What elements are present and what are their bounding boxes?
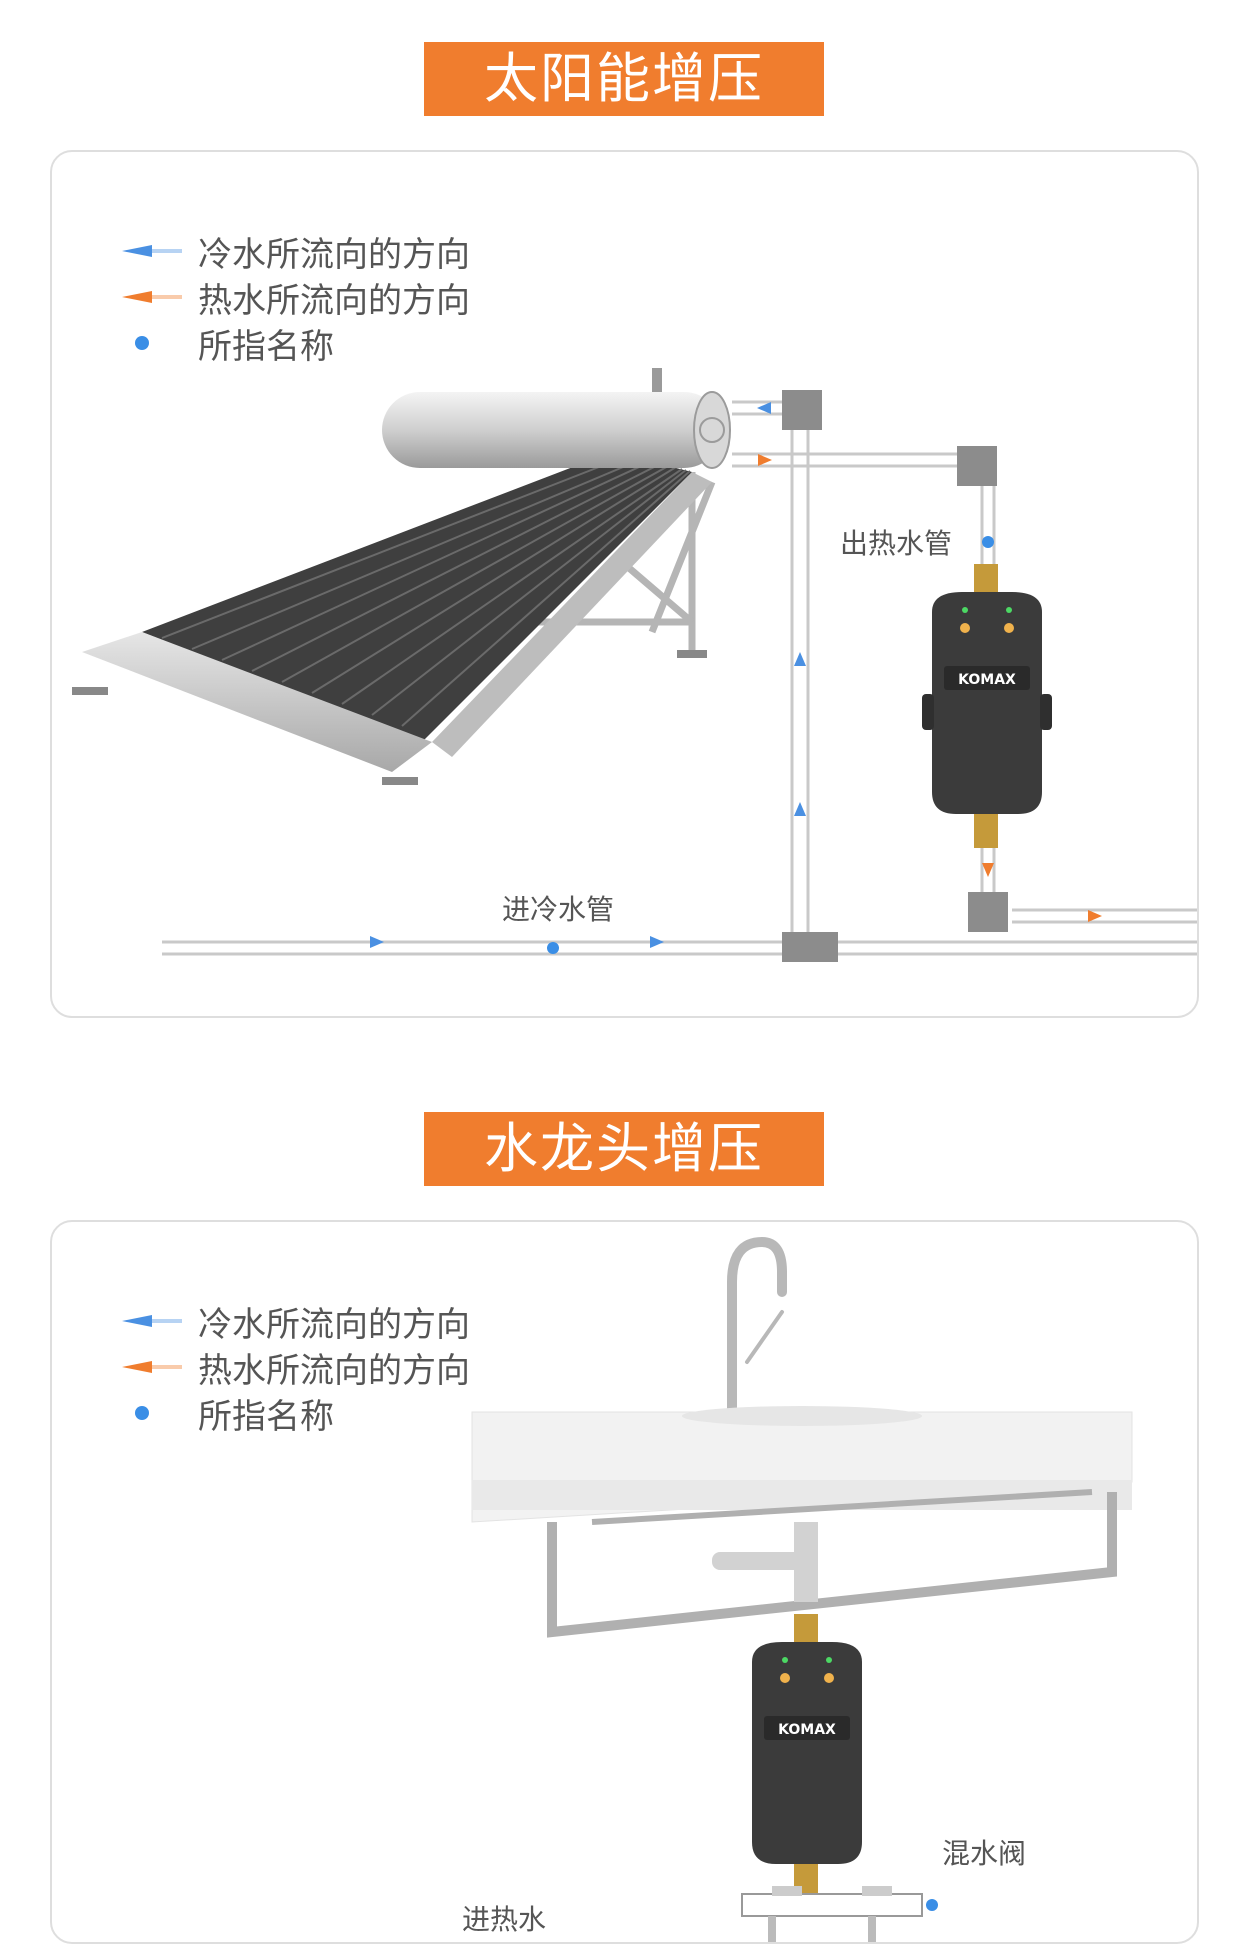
legend-row-cold: 冷水所流向的方向 bbox=[122, 1298, 470, 1345]
pump-brand: KOMAX bbox=[778, 1722, 836, 1738]
solar-water-heater bbox=[72, 368, 731, 785]
hot-water-arrow-icon bbox=[122, 1357, 182, 1377]
legend-row-hot: 热水所流向的方向 bbox=[122, 274, 470, 321]
name-point-dot-icon bbox=[122, 1403, 182, 1423]
hot-outlet-pipe-label: 出热水管 bbox=[840, 527, 953, 560]
solar-diagram-panel: 冷水所流向的方向 热水所流向的方向 所指名称 出热水管 进冷水管 KOMAX bbox=[50, 150, 1199, 1018]
cold-water-arrow-icon bbox=[122, 241, 182, 261]
mix-valve-point bbox=[926, 1899, 938, 1911]
towel-rack bbox=[547, 1489, 1117, 1638]
hot-flow-arrows bbox=[758, 454, 1102, 922]
faucet-diagram-panel: 冷水所流向的方向 热水所流向的方向 所指名称 混水阀 进热水 KOMAX bbox=[50, 1220, 1199, 1944]
legend-row-cold: 冷水所流向的方向 bbox=[122, 228, 470, 275]
cold-inlet-point bbox=[547, 942, 559, 954]
legend-row-dot: 所指名称 bbox=[122, 1390, 470, 1437]
hot-water-arrow-icon bbox=[122, 287, 182, 307]
solar-section-title: 太阳能增压 bbox=[424, 42, 824, 116]
cold-water-arrow-icon bbox=[122, 1311, 182, 1331]
hot-inlet-label: 进热水 bbox=[462, 1903, 547, 1936]
faucet-diagram bbox=[471, 1236, 1133, 1942]
booster-pump bbox=[752, 1614, 862, 1898]
name-point-dot-icon bbox=[122, 333, 182, 353]
legend-label: 冷水所流向的方向 bbox=[198, 234, 470, 275]
faucet bbox=[727, 1236, 787, 1417]
legend-row-hot: 热水所流向的方向 bbox=[122, 1344, 470, 1391]
legend-label: 热水所流向的方向 bbox=[198, 1350, 470, 1391]
booster-pump bbox=[922, 564, 1052, 848]
solar-diagram bbox=[72, 368, 1197, 962]
faucet-section-title: 水龙头增压 bbox=[424, 1112, 824, 1186]
solar-legend: 冷水所流向的方向 热水所流向的方向 所指名称 bbox=[122, 228, 470, 367]
hot-outlet-point bbox=[982, 536, 994, 548]
cold-flow-arrows bbox=[370, 402, 806, 948]
legend-label: 热水所流向的方向 bbox=[198, 280, 470, 321]
mix-valve-label: 混水阀 bbox=[942, 1837, 1027, 1870]
drain-pipe bbox=[712, 1522, 818, 1602]
mixing-valve bbox=[741, 1886, 923, 1942]
pipe-fittings bbox=[782, 390, 1008, 962]
cold-inlet-pipe-label: 进冷水管 bbox=[502, 893, 615, 926]
pump-brand: KOMAX bbox=[958, 672, 1016, 688]
legend-row-dot: 所指名称 bbox=[122, 320, 470, 367]
legend-label: 所指名称 bbox=[198, 326, 334, 367]
faucet-legend: 冷水所流向的方向 热水所流向的方向 所指名称 bbox=[122, 1298, 470, 1437]
legend-label: 所指名称 bbox=[198, 1396, 334, 1437]
legend-label: 冷水所流向的方向 bbox=[198, 1304, 470, 1345]
sink-basin bbox=[471, 1406, 1133, 1523]
